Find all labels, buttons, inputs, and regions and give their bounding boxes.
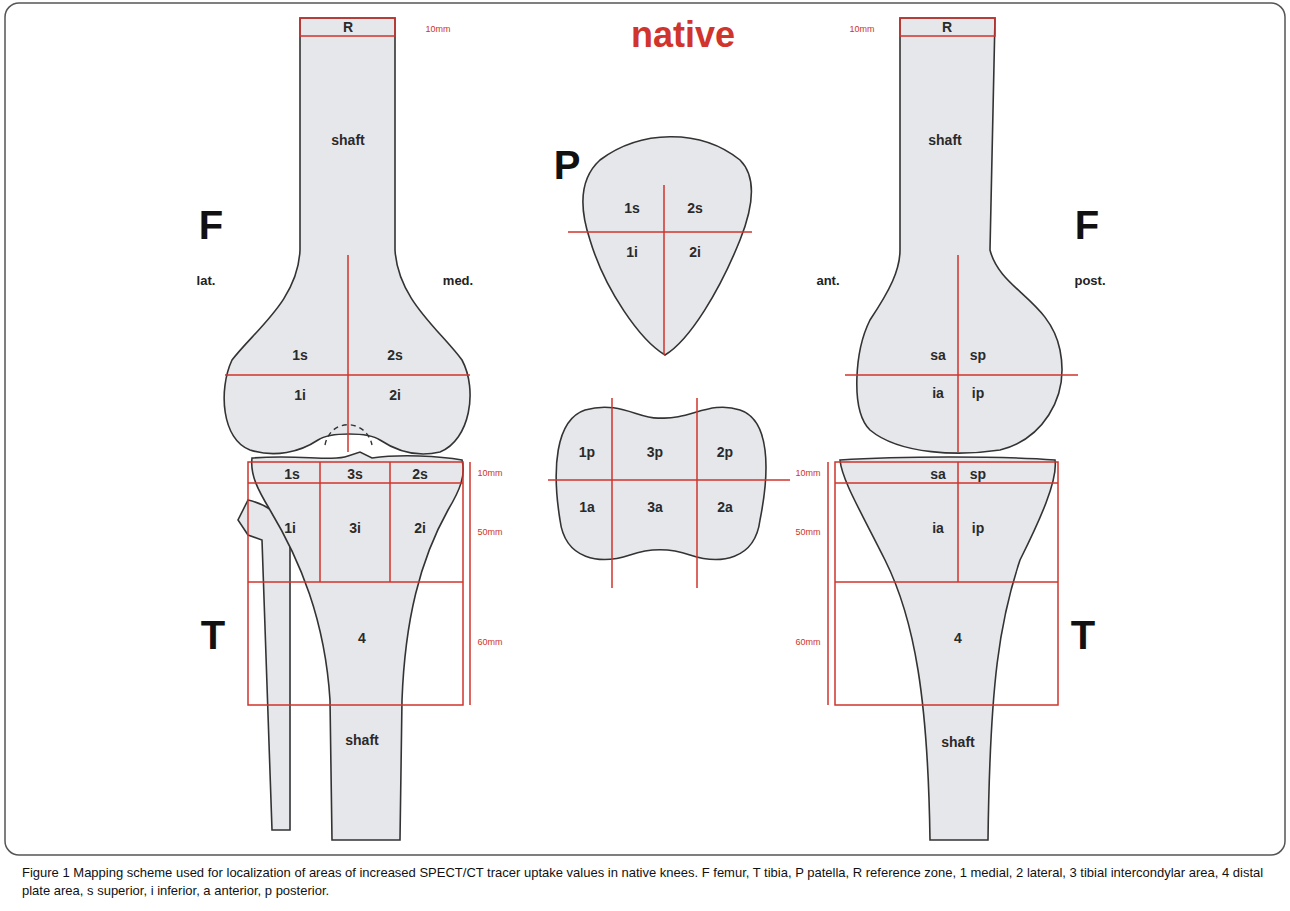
zone-label: 2p bbox=[717, 444, 733, 460]
zone-label: 4 bbox=[358, 630, 366, 646]
bone-letter: P bbox=[554, 143, 581, 188]
zone-label: 2i bbox=[389, 387, 401, 403]
zone-label: 1s bbox=[284, 466, 300, 482]
zone-label: 1p bbox=[579, 444, 595, 460]
zone-label: 2i bbox=[414, 520, 426, 536]
zone-label: 1i bbox=[284, 520, 296, 536]
bone-letter: T bbox=[1071, 613, 1095, 658]
dimension-label: 60mm bbox=[477, 637, 502, 647]
zone-label: 1i bbox=[626, 244, 638, 260]
zone-label: shaft bbox=[941, 734, 974, 750]
zone-label: ia bbox=[932, 385, 944, 401]
zone-label: 2s bbox=[412, 466, 428, 482]
dimension-label: 50mm bbox=[477, 527, 502, 537]
zone-label: 4 bbox=[954, 630, 962, 646]
direction-label: med. bbox=[443, 273, 473, 288]
zone-label: 1i bbox=[294, 387, 306, 403]
zone-label: sp bbox=[970, 466, 986, 482]
zone-label: 3s bbox=[347, 466, 363, 482]
direction-label: post. bbox=[1074, 273, 1105, 288]
zone-label: ia bbox=[932, 520, 944, 536]
zone-label: R bbox=[942, 19, 952, 35]
dimension-label: 10mm bbox=[477, 468, 502, 478]
zone-label: 1a bbox=[579, 499, 595, 515]
direction-label: lat. bbox=[197, 273, 216, 288]
zone-label: 1s bbox=[292, 347, 308, 363]
zone-label: shaft bbox=[331, 132, 364, 148]
zone-label: 1s bbox=[624, 200, 640, 216]
zone-label: 3p bbox=[647, 444, 663, 460]
zone-label: sa bbox=[930, 466, 946, 482]
dimension-label: 50mm bbox=[795, 527, 820, 537]
zone-label: 2s bbox=[687, 200, 703, 216]
zone-label: 3i bbox=[349, 520, 361, 536]
zone-label: shaft bbox=[345, 732, 378, 748]
zone-label: sp bbox=[970, 347, 986, 363]
figure-caption: Figure 1 Mapping scheme used for localiz… bbox=[22, 864, 1272, 900]
dimension-label: 10mm bbox=[849, 24, 874, 34]
zone-label: 2i bbox=[689, 244, 701, 260]
zone-label: 2s bbox=[387, 347, 403, 363]
zone-label: 2a bbox=[717, 499, 733, 515]
zone-label: 3a bbox=[647, 499, 663, 515]
zone-label: shaft bbox=[928, 132, 961, 148]
figure-title: native bbox=[631, 14, 735, 56]
bone-letter: F bbox=[1075, 203, 1099, 248]
zone-label: ip bbox=[972, 385, 984, 401]
bone-letter: T bbox=[201, 613, 225, 658]
bone-letter: F bbox=[199, 203, 223, 248]
direction-label: ant. bbox=[816, 273, 839, 288]
zone-label: R bbox=[343, 19, 353, 35]
dimension-label: 10mm bbox=[425, 24, 450, 34]
zone-label: sa bbox=[930, 347, 946, 363]
dimension-label: 10mm bbox=[795, 468, 820, 478]
dimension-label: 60mm bbox=[795, 637, 820, 647]
zone-label: ip bbox=[972, 520, 984, 536]
